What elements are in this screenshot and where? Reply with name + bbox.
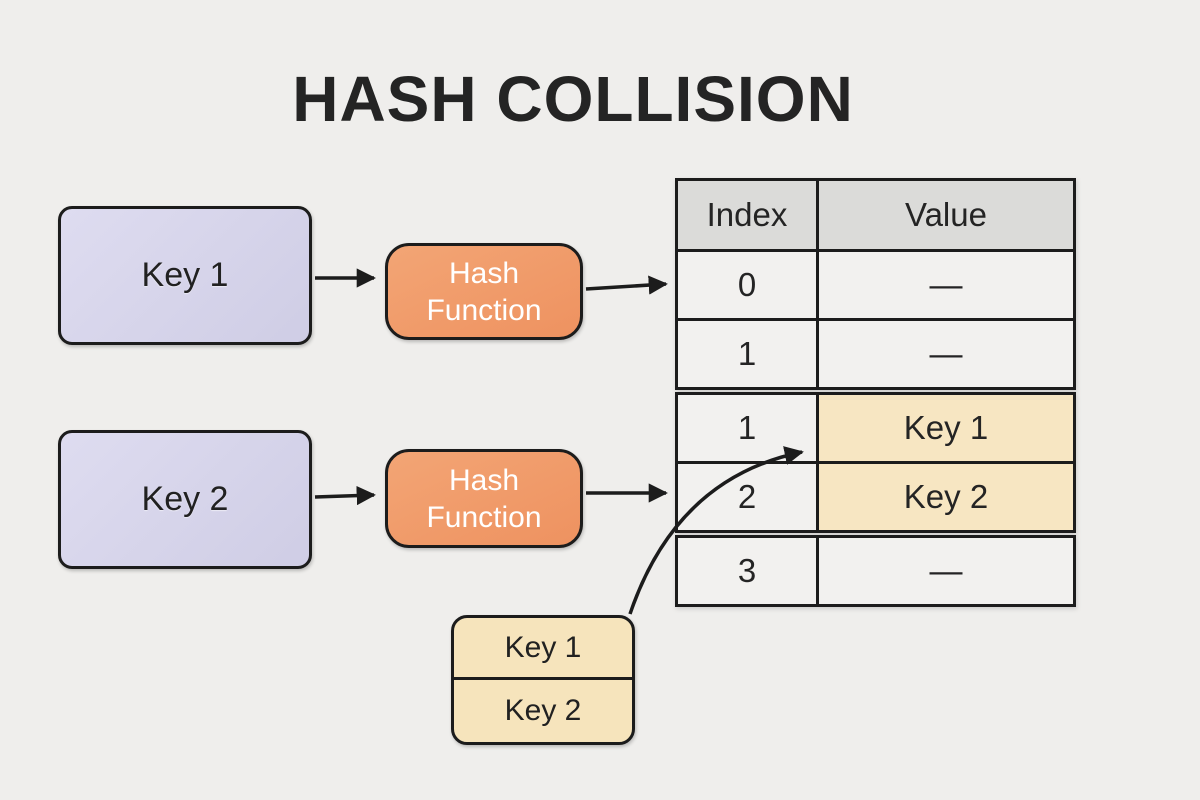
collision-key1-label: Key 1 xyxy=(504,630,582,664)
hash-table: Index Value 0 — 1 — 1 Key 1 2 Key 2 3 — xyxy=(675,178,1076,607)
table-row: 1 Key 1 xyxy=(675,392,1076,464)
table-header-value: Value xyxy=(816,178,1076,252)
table-cell-index: 1 xyxy=(675,392,819,464)
key1-box: Key 1 xyxy=(58,206,312,345)
hash-function1-box: Hash Function xyxy=(385,243,583,340)
arrow-key2-to-hash-icon xyxy=(314,485,376,506)
table-header-row: Index Value xyxy=(675,178,1076,252)
table-cell-value-highlighted: Key 2 xyxy=(816,461,1076,533)
table-cell-index: 3 xyxy=(675,535,819,607)
page-title: HASH COLLISION xyxy=(292,63,854,135)
table-cell-value-highlighted: Key 1 xyxy=(816,392,1076,464)
key2-box: Key 2 xyxy=(58,430,312,569)
table-row: 1 — xyxy=(675,318,1076,390)
arrow-hash1-to-table-icon xyxy=(585,275,668,295)
table-cell-index: 2 xyxy=(675,461,819,533)
table-cell-index: 1 xyxy=(675,318,819,390)
hash-function1-label: Hash Function xyxy=(426,256,542,327)
table-row: 3 — xyxy=(675,535,1076,607)
hash-function2-box: Hash Function xyxy=(385,449,583,548)
collision-keys-box: Key 1 Key 2 xyxy=(451,615,635,745)
key2-label: Key 2 xyxy=(141,480,229,518)
table-cell-value: — xyxy=(816,249,1076,321)
table-header-index: Index xyxy=(675,178,819,252)
key1-label: Key 1 xyxy=(141,256,229,294)
table-row: 2 Key 2 xyxy=(675,461,1076,533)
table-cell-index: 0 xyxy=(675,249,819,321)
table-row: 0 — xyxy=(675,249,1076,321)
hash-function2-label: Hash Function xyxy=(426,463,542,534)
table-cell-value: — xyxy=(816,535,1076,607)
table-cell-value: — xyxy=(816,318,1076,390)
collision-key2-label: Key 2 xyxy=(454,677,632,742)
